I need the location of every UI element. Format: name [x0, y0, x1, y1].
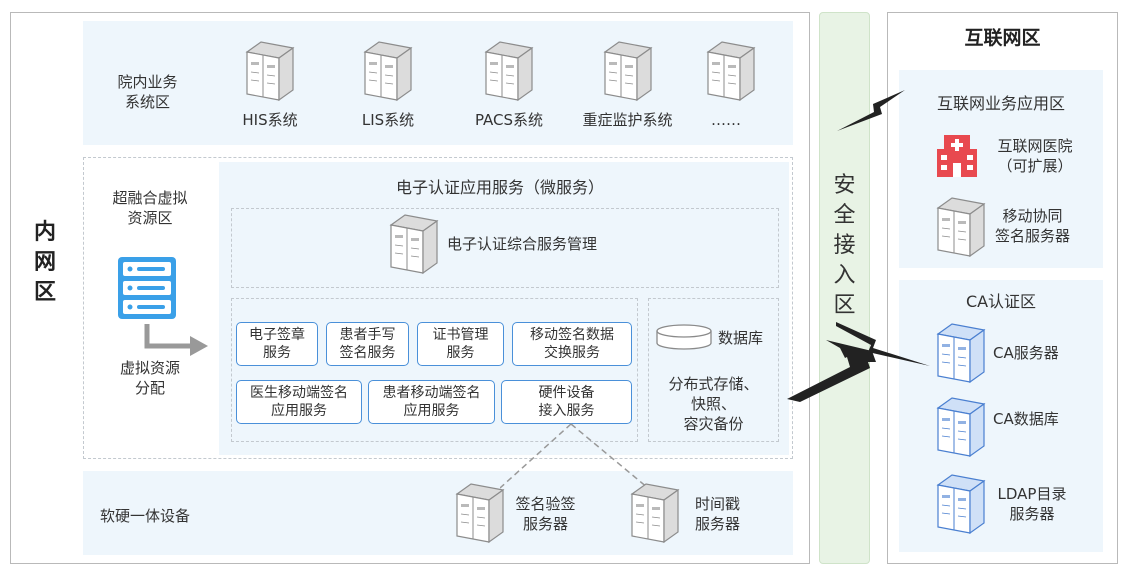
- allocation-arrow-icon: [138, 324, 210, 360]
- ca-database-icon: [936, 396, 986, 458]
- ca-zone: [899, 280, 1103, 552]
- lis-system-label: LIS系统: [361, 111, 415, 129]
- patient-mobile-sign-service: 患者移动端签名应用服务: [368, 380, 495, 424]
- e-auth-service-title: 电子认证应用服务（微服务）: [395, 178, 604, 197]
- internet-hospital-label: 互联网医院 （可扩展）: [997, 137, 1073, 175]
- hardware-access-service: 硬件设备接入服务: [501, 380, 632, 424]
- internet-app-zone: [899, 70, 1103, 268]
- ca-database-label: CA数据库: [993, 410, 1059, 428]
- doctor-mobile-sign-service: 医生移动端签名应用服务: [236, 380, 362, 424]
- internet-zone-title: 互联网区: [964, 27, 1041, 49]
- database-label: 数据库: [718, 329, 764, 347]
- cert-management-service: 证书管理服务: [417, 322, 504, 366]
- database-icon: [655, 323, 713, 351]
- mgmt-label: 电子认证综合服务管理: [447, 235, 598, 253]
- ldap-server-label: LDAP目录 服务器: [997, 485, 1067, 523]
- more-server-icon: [706, 40, 756, 102]
- mgmt-box: [231, 208, 779, 288]
- patient-handwriting-service: 患者手写签名服务: [326, 322, 409, 366]
- sign-verify-server-icon: [455, 482, 505, 544]
- intranet-zone: [10, 12, 810, 564]
- timestamp-server-label: 时间戳 服务器: [694, 495, 740, 533]
- ca-zone-title: CA认证区: [965, 292, 1037, 311]
- his-server-icon: [245, 40, 295, 102]
- intranet-title: 内 网 区: [33, 220, 56, 305]
- mobile-sign-exchange-service: 移动签名数据交换服务: [512, 322, 632, 366]
- more-systems-label: ……: [711, 111, 741, 129]
- his-system-label: HIS系统: [242, 111, 298, 129]
- ca-server-label: CA服务器: [993, 344, 1059, 362]
- e-seal-service: 电子签章服务: [236, 322, 318, 366]
- hyper-converged-zone: [83, 157, 793, 459]
- virtual-allocation-label: 虚拟资源 分配: [119, 359, 180, 397]
- hospital-icon: [936, 133, 978, 177]
- business-zone-label: 院内业务 系统区: [117, 73, 178, 111]
- hardware-zone-label: 软硬一体设备: [100, 507, 191, 525]
- security-access-zone: [819, 12, 870, 564]
- storage-box: [648, 298, 779, 442]
- internet-app-zone-title: 互联网业务应用区: [936, 94, 1065, 113]
- lis-server-icon: [363, 40, 413, 102]
- mobile-sign-server-label: 移动协同 签名服务器: [994, 207, 1070, 245]
- mgmt-server-icon: [389, 213, 439, 275]
- connector-lines: [500, 423, 649, 489]
- security-zone-label: 安 全 接 入 区: [833, 173, 856, 318]
- icu-system-label: 重症监护系统: [582, 111, 673, 129]
- storage-label: 分布式存储、 快照、 容灾备份: [668, 375, 759, 433]
- microservices-box: [231, 298, 638, 442]
- ldap-server-icon: [936, 473, 986, 535]
- pacs-server-icon: [484, 40, 534, 102]
- business-system-zone: [83, 21, 793, 145]
- internet-zone: [887, 12, 1118, 564]
- sign-verify-server-label: 签名验签 服务器: [515, 495, 576, 533]
- timestamp-server-icon: [630, 482, 680, 544]
- icu-server-icon: [603, 40, 653, 102]
- ca-server-icon: [936, 322, 986, 384]
- mobile-sign-server-icon: [936, 196, 986, 258]
- rack-server-icon: [117, 256, 177, 320]
- hyper-zone-label: 超融合虚拟 资源区: [112, 189, 188, 227]
- pacs-system-label: PACS系统: [474, 111, 544, 129]
